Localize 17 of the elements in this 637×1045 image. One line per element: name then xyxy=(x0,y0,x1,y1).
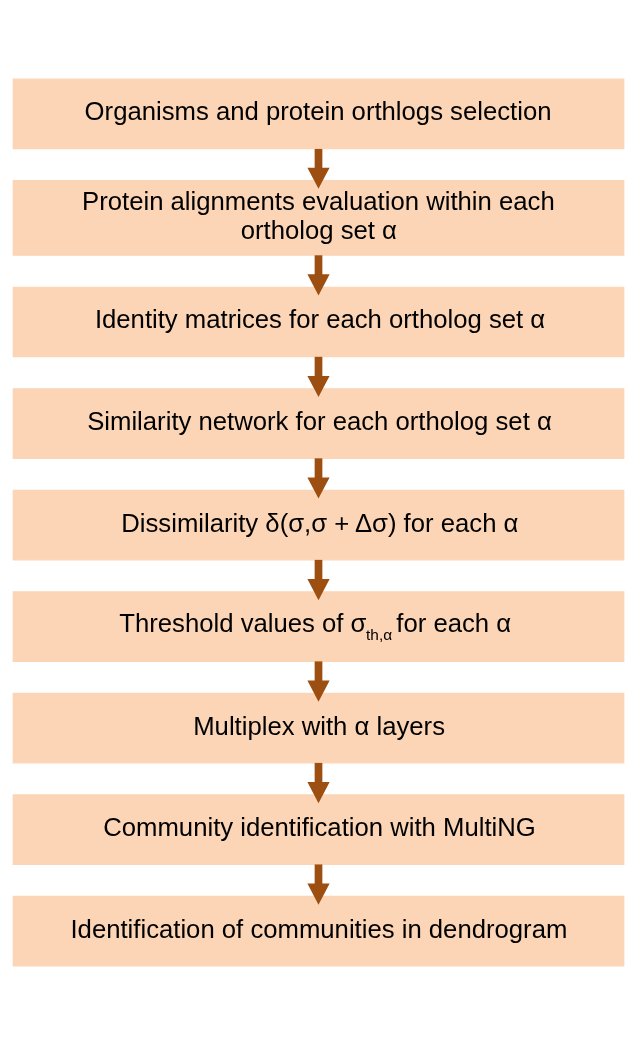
node-box: Identification of communities in dendrogram xyxy=(12,895,625,967)
node-box: Similarity network for each ortholog set α xyxy=(12,388,625,459)
arrow xyxy=(307,559,330,601)
node-box: Dissimilarity δ(σ,σ + Δσ) for each α xyxy=(12,489,625,561)
arrow xyxy=(307,762,330,804)
arrow xyxy=(307,356,330,398)
arrow xyxy=(307,661,330,702)
node-box: Threshold values of σ$_{th,α}$ for each α xyxy=(12,591,625,662)
node-box: Identity matrices for each ortholog set α xyxy=(12,286,625,358)
arrow xyxy=(307,148,330,189)
node-box: Multiplex with α layers xyxy=(12,692,625,764)
node-box: Community identification with MultiNG xyxy=(12,794,625,865)
node-box: Protein alignments evaluation within each ortholog set α xyxy=(12,180,625,256)
arrow xyxy=(307,864,330,905)
arrow xyxy=(307,255,330,296)
node-box: Organisms and protein orthlogs selection xyxy=(12,78,625,150)
arrow xyxy=(307,458,330,499)
